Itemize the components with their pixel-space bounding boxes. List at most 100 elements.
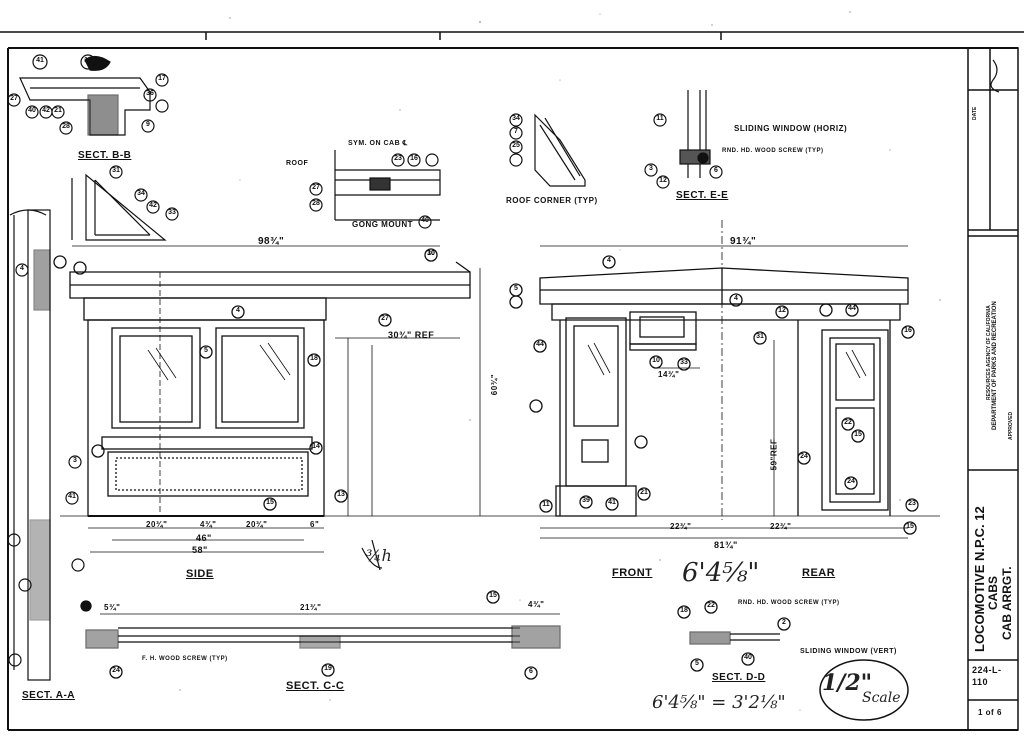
callout-number: 15 <box>489 592 497 599</box>
sect-ee-title: SECT. E-E <box>676 190 729 201</box>
callout-number: 23 <box>394 155 402 162</box>
callout-number: 40 <box>28 107 36 114</box>
dim-front-top: 91¾" <box>730 236 757 247</box>
callout-number: 3 <box>73 457 77 464</box>
title-block-project: LOCOMOTIVE N.P.C. 12 <box>972 506 987 652</box>
callout-number: 4 <box>20 265 24 272</box>
callout-number: 31 <box>756 333 764 340</box>
callout-number: 23 <box>908 500 916 507</box>
dim-front-59ref: 59"REF <box>769 438 779 471</box>
callout-number: 22 <box>844 419 852 426</box>
callout-number: 4 <box>734 295 738 302</box>
dim-cc-21: 21¾" <box>300 603 322 612</box>
dim-side-bottom-4: 6" <box>310 520 320 529</box>
rnd-hd-wood-screw-dd: RND. HD. WOOD SCREW (TYP) <box>738 600 840 606</box>
callout-number: 12 <box>659 177 667 184</box>
scale-annotation <box>361 539 909 721</box>
callout-number: 34 <box>512 115 520 122</box>
callout-number: 6 <box>714 167 718 174</box>
handwritten-scale: Scale <box>862 690 901 706</box>
callout-number: 10 <box>427 250 435 257</box>
title-block-drawing-no: 224-L-110 <box>972 665 1002 687</box>
callout-number: 22 <box>707 602 715 609</box>
callout-number: 40 <box>744 654 752 661</box>
callout-number: 15 <box>906 523 914 530</box>
handwritten-front-note: 6'4⅝" <box>682 558 760 588</box>
dim-side-bottom-1: 20¾" <box>146 520 168 529</box>
callout-number: 28 <box>312 200 320 207</box>
dim-height-60: 60¾" <box>490 373 500 396</box>
dim-side-46: 46" <box>196 533 212 543</box>
callout-number: 44 <box>848 305 856 312</box>
callout-number: 12 <box>778 307 786 314</box>
callout-number: 25 <box>512 142 520 149</box>
front-title: FRONT <box>612 567 653 579</box>
sliding-window-vert-note: SLIDING WINDOW (VERT) <box>800 648 897 655</box>
callout-number: 11 <box>542 501 550 508</box>
sect-bb-title: SECT. B-B <box>78 150 132 161</box>
callout-number: 24 <box>847 478 855 485</box>
callout-number: 11 <box>656 115 664 122</box>
fh-wood-screw-note: F. H. WOOD SCREW (TYP) <box>142 656 228 662</box>
callout-number: 17 <box>158 75 166 82</box>
callout-number: 18 <box>680 607 688 614</box>
callout-number: 34 <box>137 190 145 197</box>
callout-number: 2 <box>782 619 786 626</box>
callout-number: 24 <box>800 453 808 460</box>
callout-number: 42 <box>149 202 157 209</box>
callout-number: 41 <box>608 499 616 506</box>
callout-number: 5 <box>204 347 208 354</box>
callout-number: 27 <box>10 95 18 102</box>
callout-number: 21 <box>640 489 648 496</box>
sliding-window-horiz-note: SLIDING WINDOW (HORIZ) <box>734 124 848 133</box>
dim-side-58: 58" <box>192 545 208 555</box>
callout-number: 15 <box>854 431 862 438</box>
dim-front-22: 22¾" <box>670 522 692 531</box>
callout-number: 40 <box>421 217 429 224</box>
sect-bb-detail <box>7 54 169 136</box>
sym-on-cab-note: SYM. ON CAB ℄ <box>348 140 408 147</box>
callout-number: 28 <box>62 123 70 130</box>
title-block-date-label: DATE <box>972 106 978 120</box>
callout-number: 21 <box>54 107 62 114</box>
handwritten-half: 1/2" <box>822 670 873 696</box>
callout-number: 41 <box>68 493 76 500</box>
handwritten-ah: ¾h <box>366 546 392 565</box>
front-rear-view <box>509 220 919 539</box>
title-block <box>967 47 1019 731</box>
callout-number: 7 <box>514 128 518 135</box>
callout-number: 24 <box>112 667 120 674</box>
callout-number: 16 <box>904 327 912 334</box>
bracket-detail <box>71 165 179 241</box>
sect-dd-section <box>677 600 791 672</box>
callout-number: 30 <box>427 250 435 257</box>
sheet-border <box>0 31 1024 731</box>
callout-number: 9 <box>146 121 150 128</box>
callout-number: 33 <box>168 209 176 216</box>
callout-number: 5 <box>514 285 518 292</box>
callout-number: 27 <box>381 315 389 322</box>
callout-number: 27 <box>312 184 320 191</box>
dim-side-30-ref: 30¾" REF <box>388 330 435 340</box>
handwritten-scale-note: 6'4⅝" = 3'2⅛" <box>652 692 786 713</box>
dim-side-bottom-2: 4¾" <box>200 520 217 529</box>
callout-number: 36 <box>146 90 154 97</box>
dim-rear-22: 22¾" <box>770 522 792 531</box>
callout-number: 39 <box>582 497 590 504</box>
callout-number: 10 <box>652 357 660 364</box>
callout-number: 18 <box>310 355 318 362</box>
scan-noise <box>179 11 941 711</box>
title-block-subject: CABS <box>986 575 1000 610</box>
roof-note: ROOF <box>286 160 309 167</box>
callout-number: 5 <box>695 660 699 667</box>
callout-number: 19 <box>324 665 332 672</box>
callout-number: 33 <box>680 359 688 366</box>
dim-cc-4: 4¾" <box>528 600 545 609</box>
dim-cc-5: 5¾" <box>104 603 121 612</box>
callout-number: 14 <box>312 443 320 450</box>
callout-number: 13 <box>337 491 345 498</box>
callout-number: 6 <box>529 668 533 675</box>
callout-number: 41 <box>36 57 44 64</box>
dim-front-bottom: 81¾" <box>714 540 738 550</box>
